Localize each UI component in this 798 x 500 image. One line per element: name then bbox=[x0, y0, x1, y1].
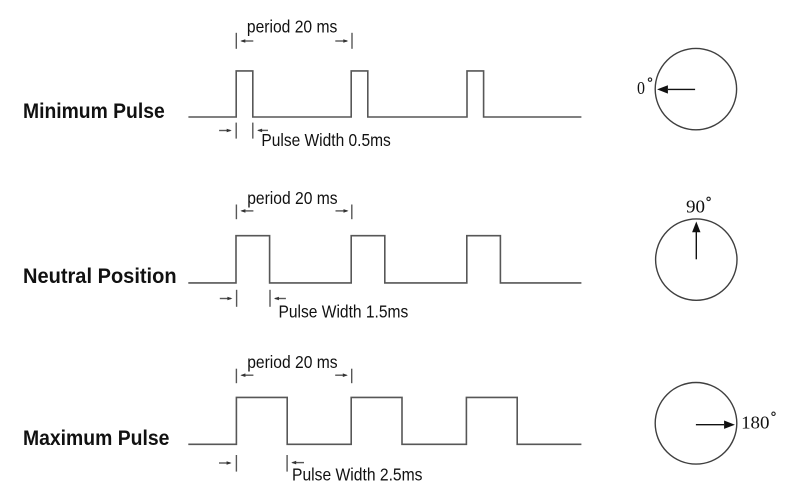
svg-text:Pulse Width 1.5ms: Pulse Width 1.5ms bbox=[279, 301, 409, 321]
svg-text:Neutral Position: Neutral Position bbox=[23, 265, 177, 288]
svg-text:90: 90 bbox=[686, 196, 705, 216]
svg-text:period 20 ms: period 20 ms bbox=[247, 352, 338, 372]
svg-text:period 20 ms: period 20 ms bbox=[247, 188, 338, 208]
svg-text:180: 180 bbox=[741, 413, 769, 433]
svg-text:Maximum Pulse: Maximum Pulse bbox=[23, 427, 169, 450]
svg-text:Minimum Pulse: Minimum Pulse bbox=[23, 100, 165, 123]
svg-text:0: 0 bbox=[637, 78, 645, 98]
svg-text:Pulse Width 0.5ms: Pulse Width 0.5ms bbox=[261, 130, 391, 150]
svg-text:period 20 ms: period 20 ms bbox=[247, 17, 338, 37]
svg-text:Pulse Width 2.5ms: Pulse Width 2.5ms bbox=[292, 465, 423, 485]
